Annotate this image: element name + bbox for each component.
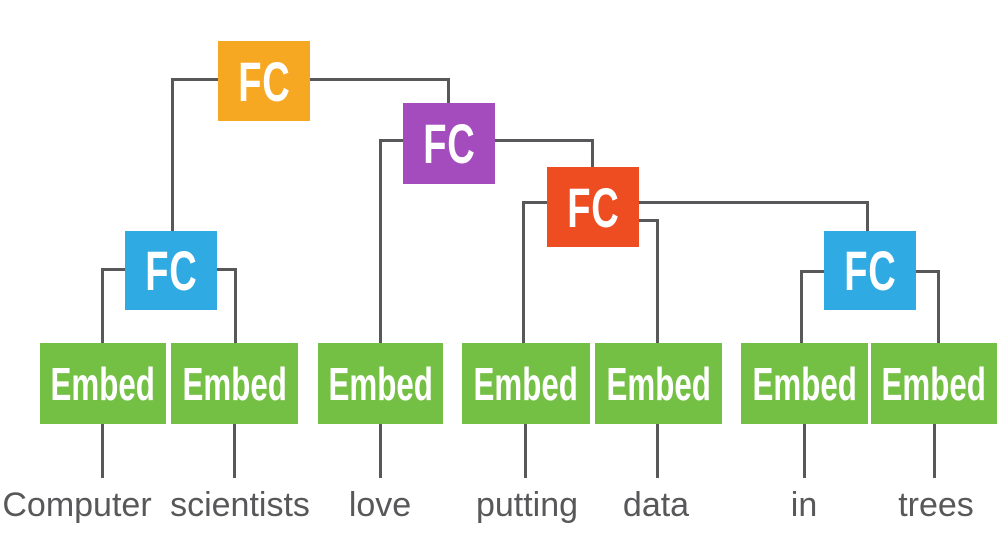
stub-love <box>379 423 382 478</box>
fc-node-left: FC <box>125 231 217 310</box>
fc-node-mid: FC <box>403 103 495 184</box>
fc-node-lower-label: FC <box>566 175 620 239</box>
word-data: data <box>622 486 690 524</box>
stub-computer <box>101 423 104 478</box>
stub-in <box>803 423 806 478</box>
fc-node-root: FC <box>218 41 310 121</box>
connector-mid-left-h <box>379 139 405 142</box>
fc-node-mid-label: FC <box>422 112 476 175</box>
connector-lower-left-v <box>522 201 525 345</box>
word-scientists: scientists <box>170 486 310 524</box>
connector-root-right-v <box>447 78 450 106</box>
connector-right-left-v <box>800 270 803 345</box>
connector-left-right-h <box>214 268 237 271</box>
embed-node-computer: Embed <box>40 343 166 424</box>
connector-right-right-v <box>937 270 940 345</box>
connector-left-left-h <box>101 268 128 271</box>
embed-node-scientists: Embed <box>171 343 298 424</box>
fc-node-lower: FC <box>547 167 639 247</box>
stub-data <box>656 423 659 478</box>
connector-lower-data-v <box>656 219 659 345</box>
connector-root-right-h <box>308 78 450 81</box>
embed-node-love: Embed <box>318 343 443 424</box>
connector-root-left-h <box>171 78 220 81</box>
connector-left-right-v <box>234 268 237 345</box>
embed-node-putting: Embed <box>462 343 590 424</box>
fc-node-left-label: FC <box>144 239 198 302</box>
stub-trees <box>933 423 936 478</box>
embed-node-trees: Embed <box>871 343 997 424</box>
embed-node-love-label: Embed <box>328 357 433 410</box>
connector-lower-right-h <box>637 201 869 204</box>
word-computer: Computer <box>2 486 152 524</box>
connector-mid-right-v <box>591 139 594 169</box>
embed-node-putting-label: Embed <box>473 357 579 410</box>
connector-lower-data-h <box>637 219 659 222</box>
fc-node-right-label: FC <box>843 239 897 302</box>
connector-mid-right-h <box>493 139 594 142</box>
embed-node-computer-label: Embed <box>50 357 156 410</box>
fc-node-right: FC <box>824 231 916 310</box>
word-trees: trees <box>898 486 974 524</box>
word-in: in <box>790 486 818 524</box>
connector-right-left-h <box>800 270 827 273</box>
embed-node-in-label: Embed <box>752 357 857 410</box>
connector-mid-left-v <box>379 139 382 345</box>
connector-root-left-v <box>171 78 174 233</box>
embed-node-in: Embed <box>741 343 868 424</box>
embed-node-scientists-label: Embed <box>182 357 287 410</box>
word-putting: putting <box>475 486 579 524</box>
embed-node-data-label: Embed <box>606 357 711 410</box>
connector-left-left-v <box>101 268 104 345</box>
connector-lower-left-h <box>522 201 549 204</box>
connector-lower-right-v <box>866 201 869 233</box>
embed-node-trees-label: Embed <box>881 357 987 410</box>
embed-node-data: Embed <box>595 343 722 424</box>
connector-right-right-h <box>913 270 940 273</box>
stub-putting <box>524 423 527 478</box>
stub-scientists <box>233 423 236 478</box>
fc-node-root-label: FC <box>237 49 291 113</box>
word-love: love <box>348 486 412 524</box>
